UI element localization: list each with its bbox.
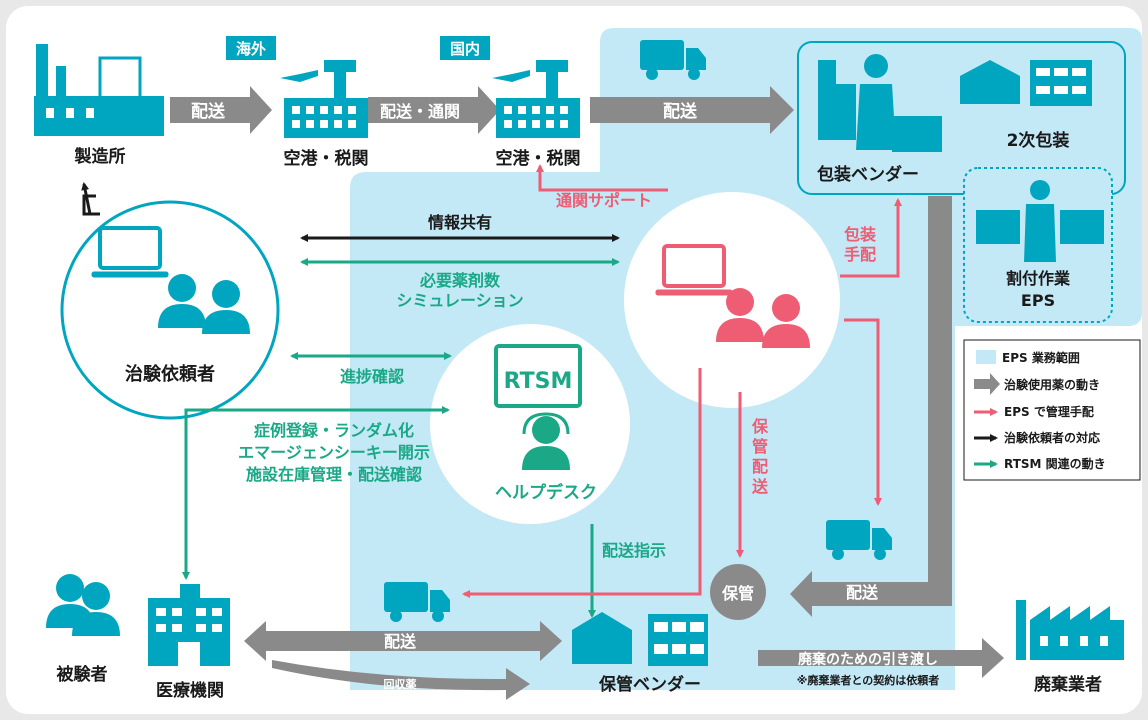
arrow-to-factory	[81, 182, 92, 215]
legend-item2: EPS で管理手配	[1004, 404, 1094, 419]
arrow-ship2	[590, 86, 794, 134]
pkg-label-1: 包装	[844, 225, 876, 244]
customs-support-label: 通関サポート	[556, 191, 652, 210]
arrow-registration	[182, 406, 450, 580]
rtsm-screen	[494, 344, 582, 408]
factory-label: 製造所	[74, 146, 126, 167]
legend-item1: 治験使用薬の動き	[1004, 377, 1100, 392]
storage-vendor-label: 保管ベンダー	[598, 674, 701, 695]
keep-label-1: 保	[751, 417, 769, 436]
storage-vendor-icon	[572, 612, 708, 666]
tag-domestic-group: 国内	[440, 36, 490, 60]
keep-label-3: 配	[752, 457, 768, 476]
disposal-factory-icon	[1016, 600, 1124, 660]
storage-label: 保管	[721, 584, 754, 603]
airport-domestic-label: 空港・税関	[496, 148, 581, 169]
legend-item3: 治験依頼者の対応	[1004, 430, 1100, 445]
airport-overseas-label: 空港・税関	[284, 148, 369, 169]
info-sharing-label: 情報共有	[428, 213, 492, 232]
packaging-vendor-label: 包装ベンダー	[817, 164, 919, 185]
ship-instruction-label: 配送指示	[602, 541, 666, 560]
medical-institution-label: 医療機関	[156, 680, 224, 701]
sim-label-2: シミュレーション	[396, 291, 523, 310]
helpdesk-label: ヘルプデスク	[495, 482, 597, 503]
legend-swatch-scope	[976, 350, 996, 364]
reg-label-3: 施設在庫管理・配送確認	[246, 465, 422, 484]
disposal-vendor-label: 廃棄業者	[1034, 674, 1102, 695]
legend-item4: RTSM 関連の動き	[1004, 456, 1106, 471]
arrow-ship-medical	[244, 621, 562, 661]
label-collect: 回収薬	[384, 677, 418, 691]
sponsor-label: 治験依頼者	[125, 363, 215, 385]
allocation-worker-icon	[976, 180, 1104, 262]
arrow-packaging-order	[840, 198, 902, 278]
label-disposal-handover: 廃棄のための引き渡し	[798, 651, 938, 668]
packaging-worker-icon	[818, 54, 942, 152]
label-ship-customs: 配送・通関	[380, 102, 460, 121]
allocation-label-1: 割付作業	[1006, 269, 1071, 288]
gray-arrows	[170, 86, 1004, 700]
tag-domestic	[440, 36, 490, 60]
tag-overseas	[226, 36, 276, 60]
label-ship1: 配送	[191, 101, 226, 122]
keep-label-4: 送	[751, 477, 769, 496]
warehouse-icon-top	[960, 60, 1092, 106]
airport-overseas-icon	[280, 60, 368, 138]
label-ship2: 配送	[663, 101, 698, 122]
allocation-label-2: EPS	[1021, 291, 1055, 310]
arrow-customs-support	[536, 164, 668, 192]
hospital-icon	[148, 584, 230, 666]
label-ship3: 配送	[846, 583, 879, 602]
sim-label-1: 必要薬剤数	[419, 271, 501, 290]
subject-label: 被験者	[57, 664, 108, 685]
keep-label-2: 管	[752, 437, 768, 456]
arrow-ship-customs	[368, 86, 500, 134]
label-ship4: 配送	[384, 632, 417, 651]
label-disposal-note: ※廃棄業者との契約は依頼者	[797, 673, 940, 687]
airport-domestic-icon	[492, 60, 580, 138]
headset-icon	[522, 412, 570, 435]
arrow-disposal	[758, 638, 1004, 678]
reg-label-1: 症例登録・ランダム化	[254, 421, 414, 440]
reg-label-2: エマージェンシーキー開示	[238, 443, 430, 462]
legend-arrow-gray	[974, 373, 1000, 395]
legend: EPS 業務範囲 治験使用薬の動き EPS で管理手配 治験依頼者の対応 RTS…	[963, 339, 1141, 481]
arrow-ship1	[170, 86, 272, 134]
arrow-to-truck	[844, 318, 882, 506]
pkg-label-2: 手配	[844, 245, 876, 264]
tag-overseas-group: 海外	[226, 36, 276, 60]
factory-link	[82, 194, 100, 216]
arrow-collect	[272, 660, 530, 700]
rtsm-label: RTSM	[504, 369, 573, 394]
arrow-to-medical-truck	[462, 368, 702, 598]
secondary-packaging-label: 2次包装	[1007, 130, 1070, 151]
factory-icon	[34, 44, 164, 136]
legend-scope: EPS 業務範囲	[1002, 350, 1080, 365]
progress-label: 進捗確認	[340, 367, 404, 386]
tag-domestic-label: 国内	[450, 40, 480, 58]
arrow-ship-storage	[790, 196, 952, 617]
tag-overseas-label: 海外	[236, 40, 266, 58]
storage-circle	[710, 564, 766, 620]
